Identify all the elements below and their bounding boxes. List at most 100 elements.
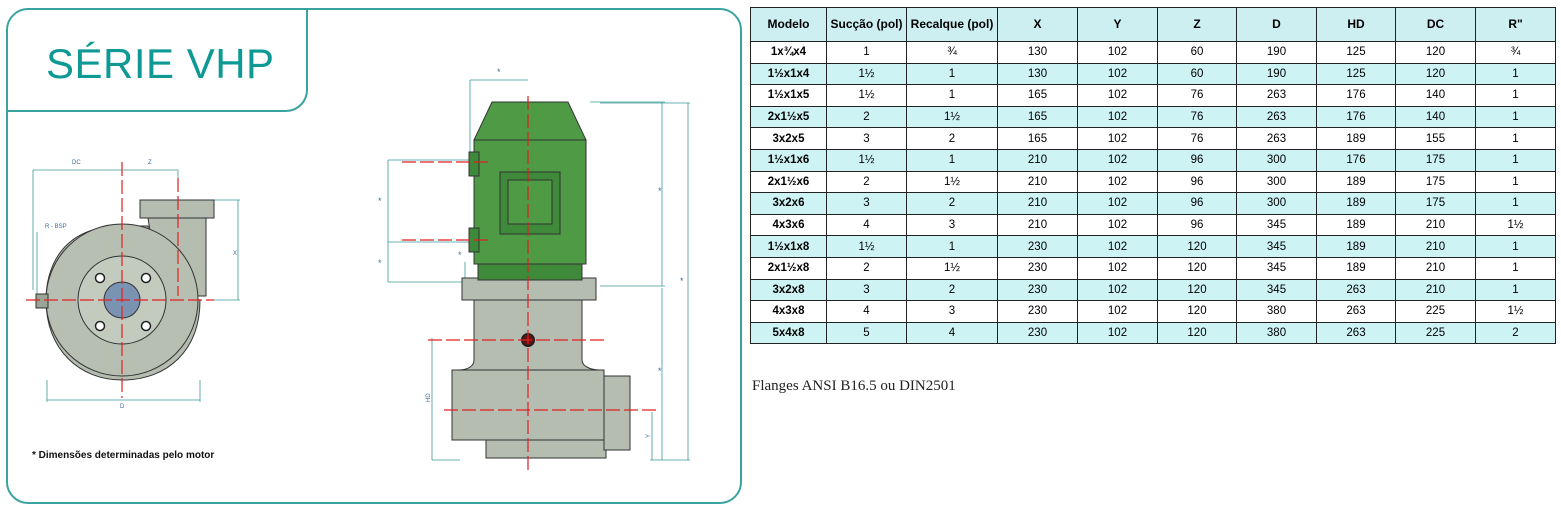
table-cell: 120 [1157,235,1237,258]
column-header: D [1236,7,1317,42]
table-cell: 120 [1157,300,1237,323]
table-cell: 96 [1157,170,1237,194]
table-cell: 345 [1236,278,1317,302]
table-cell: 1 [1475,105,1556,129]
column-header: Recalque (pol) [906,7,998,42]
side-center-lines [26,162,214,398]
table-cell: 1 [1475,127,1556,150]
star-marker-right-3: * [658,366,662,376]
product-panel: SÉRIE VHP * Dimensões determinadas pelo … [6,8,742,504]
table-cell: ¾ [906,41,998,64]
r-bsp-label: R - BSP [45,224,67,230]
table-cell: 380 [1236,300,1317,323]
table-cell: 210 [997,192,1078,215]
table-cell: 120 [1157,256,1237,280]
table-cell: 1½ [1475,300,1556,323]
table-cell: 102 [1077,170,1158,194]
table-cell: 345 [1236,213,1317,237]
table-cell: 345 [1236,235,1317,258]
table-cell: 130 [997,62,1078,86]
table-cell: 165 [997,105,1078,129]
star-marker-right-1: * [658,186,662,196]
table-cell: 102 [1077,148,1158,172]
table-cell: 96 [1157,192,1237,215]
table-cell: 189 [1316,127,1396,150]
table-cell: 3 [906,213,998,237]
table-cell: 190 [1236,62,1317,86]
series-title: SÉRIE VHP [46,40,275,87]
table-cell: 5 [826,321,907,345]
table-cell: 1 [1475,278,1556,302]
table-cell: 1½ [906,256,998,280]
table-cell: 155 [1395,127,1476,150]
y-label: Y [646,434,652,438]
table-cell: 1 [906,148,998,172]
column-header: HD [1316,7,1396,42]
table-cell: 4 [906,321,998,345]
column-header: R" [1475,7,1556,42]
z-label: Z [148,160,152,166]
table-cell: 3 [826,192,907,215]
model-cell: 1½x1x4 [750,62,827,86]
column-header: Y [1077,7,1158,42]
table-cell: 380 [1236,321,1317,345]
model-cell: 2x1½x8 [750,256,827,280]
table-cell: 130 [997,41,1078,64]
table-cell: 1 [906,84,998,107]
table-cell: 2 [906,192,998,215]
table-cell: 2 [826,256,907,280]
table-cell: 1 [826,41,907,64]
table-cell: 102 [1077,278,1158,302]
motor [468,101,587,281]
table-cell: 120 [1157,321,1237,345]
table-cell: 4 [826,213,907,237]
table-cell: 230 [997,321,1078,345]
table-cell: 165 [997,84,1078,107]
table-cell: 300 [1236,170,1317,194]
table-cell: 263 [1236,127,1317,150]
table-cell: 300 [1236,192,1317,215]
model-cell: 3x2x8 [750,278,827,302]
table-cell: 300 [1236,148,1317,172]
table-cell: 225 [1395,321,1476,345]
table-cell: 2 [906,278,998,302]
table-cell: 60 [1157,62,1237,86]
table-cell: 263 [1316,321,1396,345]
table-cell: 1½ [906,105,998,129]
star-marker-top: * [497,67,501,77]
table-cell: 1 [1475,170,1556,194]
table-cell: 102 [1077,256,1158,280]
table-cell: 96 [1157,213,1237,237]
table-cell: 2 [826,105,907,129]
column-header: X [997,7,1078,42]
model-cell: 1½x1x5 [750,84,827,107]
table-cell: 175 [1395,148,1476,172]
table-cell: 175 [1395,170,1476,194]
table-cell: 189 [1316,256,1396,280]
table-cell: 210 [1395,278,1476,302]
table-cell: 1 [1475,235,1556,258]
table-cell: 76 [1157,84,1237,107]
table-cell: 1½ [826,148,907,172]
table-cell: 189 [1316,192,1396,215]
table-cell: 60 [1157,41,1237,64]
flange-standard-note: Flanges ANSI B16.5 ou DIN2501 [752,378,956,394]
table-cell: 120 [1157,278,1237,302]
title-tab [6,8,308,112]
table-cell: 176 [1316,148,1396,172]
star-marker-right-2: * [680,276,684,286]
table-cell: 2 [906,127,998,150]
table-cell: 102 [1077,84,1158,107]
table-cell: 140 [1395,84,1476,107]
table-cell: 120 [1395,62,1476,86]
